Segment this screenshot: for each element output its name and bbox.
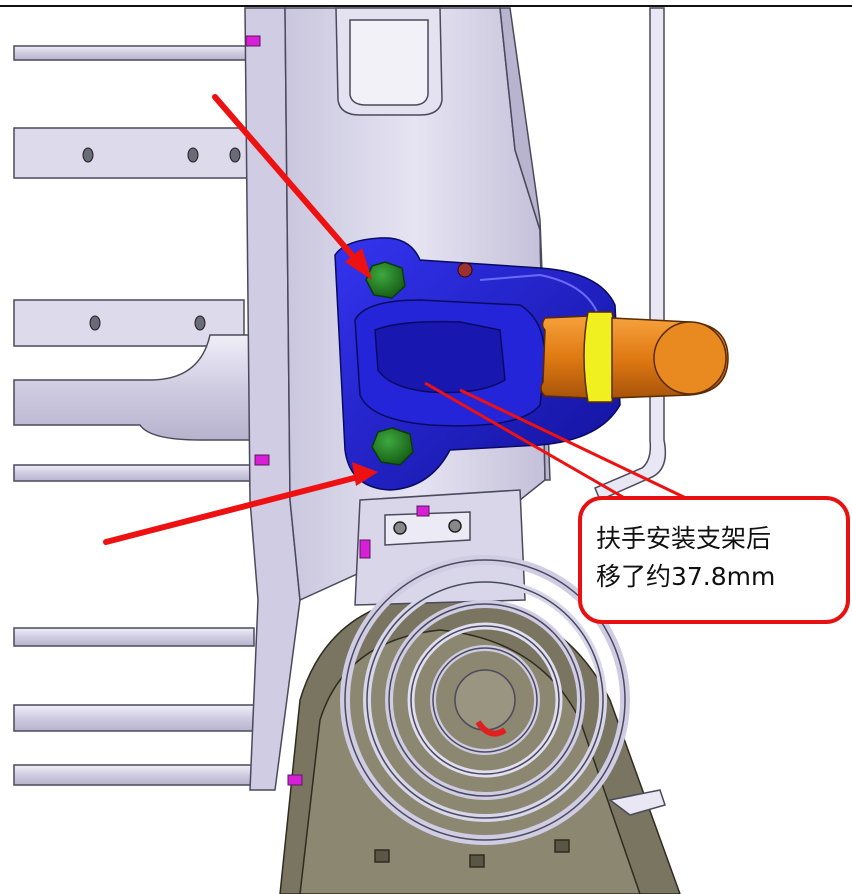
arrow-indicator-top: [212, 94, 372, 280]
magenta-markers: [245, 35, 430, 786]
callout-leader-lines: [424, 381, 691, 502]
spring-red-mark: [475, 720, 507, 737]
callout-bubble: [578, 496, 850, 624]
armrest-pivot-pin: [540, 311, 729, 403]
recliner-bracket: [354, 489, 526, 606]
armrest-mount-bracket: [334, 237, 621, 491]
arrow-indicator-bottom: [103, 462, 378, 545]
callout-text: 扶手安装支架后 移了约37.8mm: [596, 520, 841, 596]
callout-line-2: 移了约37.8mm: [596, 562, 776, 591]
small-fastener: [457, 262, 473, 278]
seat-frame-rails: [13, 45, 275, 786]
rail-holes: [82, 147, 241, 331]
callout-line-1: 扶手安装支架后: [596, 524, 772, 553]
coil-spring: [340, 555, 630, 845]
spring-tab: [608, 789, 666, 816]
mount-bolts: [365, 261, 414, 466]
